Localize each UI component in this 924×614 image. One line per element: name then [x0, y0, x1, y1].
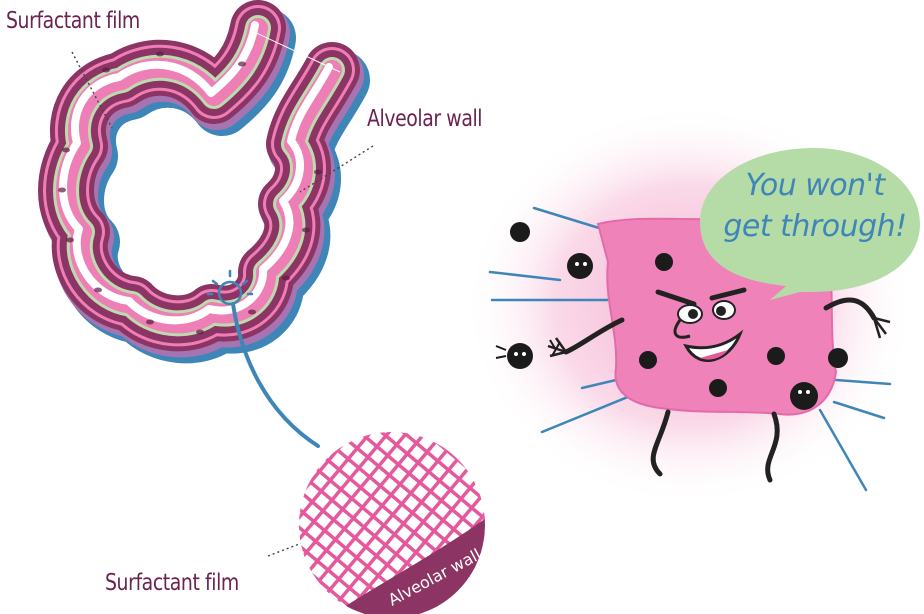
speech-line-1: You won't: [700, 170, 924, 202]
label-surfactant-film-bottom: Surfactant film: [105, 572, 239, 595]
label-surfactant-film-top: Surfactant film: [6, 10, 140, 33]
alveolus-diagram: [58, 25, 340, 335]
zoom-circle: [296, 432, 520, 614]
label-alveolar-wall: Alveolar wall: [367, 108, 482, 131]
speech-line-2: get through!: [700, 211, 924, 243]
